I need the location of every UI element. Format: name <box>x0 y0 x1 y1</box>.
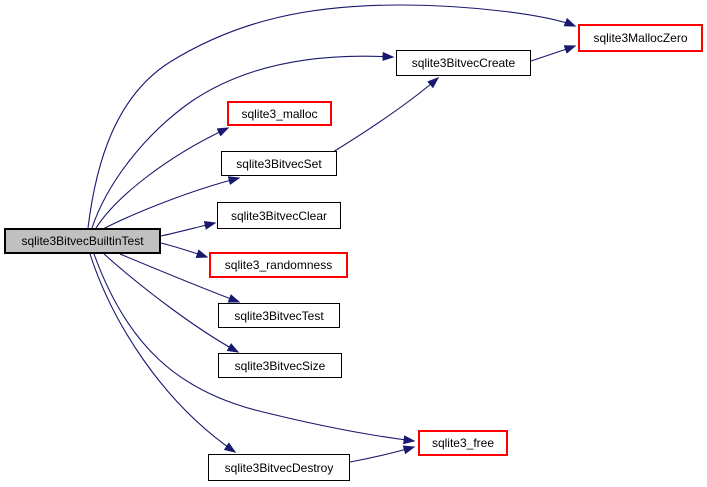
graph-node-label: sqlite3BitvecDestroy <box>224 460 334 475</box>
graph-node-label: sqlite3BitvecSize <box>234 358 326 373</box>
graph-node-label: sqlite3BitvecSet <box>236 156 322 171</box>
graph-node-label: sqlite3BitvecBuiltinTest <box>21 234 144 248</box>
graph-node-label: sqlite3_randomness <box>224 258 333 272</box>
graph-node-sqlite3-randomness[interactable]: sqlite3_randomness <box>209 252 348 278</box>
graph-node-sqlite3-malloc[interactable]: sqlite3_malloc <box>227 101 332 126</box>
call-edge-bitvec-builtin-test-to-sqlite3-free <box>93 253 416 445</box>
graph-node-bitvec-create[interactable]: sqlite3BitvecCreate <box>396 50 531 76</box>
call-edge-bitvec-builtin-test-to-bitvec-destroy <box>89 253 237 453</box>
call-edge-bitvec-builtin-test-to-bitvec-size <box>103 253 240 353</box>
graph-node-label: sqlite3_free <box>431 436 495 450</box>
graph-node-bitvec-size[interactable]: sqlite3BitvecSize <box>218 353 342 378</box>
graph-node-label: sqlite3_malloc <box>241 106 318 121</box>
call-edge-bitvec-create-to-malloc-zero <box>530 45 577 62</box>
graph-node-bitvec-set[interactable]: sqlite3BitvecSet <box>221 151 337 176</box>
call-edge-bitvec-builtin-test-to-sqlite3-malloc <box>95 127 230 229</box>
graph-node-bitvec-clear[interactable]: sqlite3BitvecClear <box>217 202 341 229</box>
call-edge-bitvec-builtin-test-to-sqlite3-randomness <box>160 242 209 258</box>
call-edge-bitvec-builtin-test-to-bitvec-set <box>100 176 241 231</box>
call-edge-bitvec-builtin-test-to-bitvec-test <box>119 253 241 303</box>
call-edge-bitvec-set-to-bitvec-create <box>332 77 440 153</box>
graph-node-label: sqlite3BitvecTest <box>234 308 324 323</box>
graph-node-bitvec-destroy[interactable]: sqlite3BitvecDestroy <box>208 454 350 481</box>
call-edge-bitvec-builtin-test-to-bitvec-create <box>91 51 395 229</box>
graph-node-label: sqlite3BitvecClear <box>230 208 328 223</box>
graph-node-label: sqlite3MallocZero <box>593 31 688 45</box>
call-edge-bitvec-builtin-test-to-bitvec-clear <box>160 221 217 237</box>
graph-node-label: sqlite3BitvecCreate <box>411 56 516 70</box>
call-edge-bitvec-destroy-to-sqlite3-free <box>349 445 416 463</box>
call-edge-bitvec-builtin-test-to-malloc-zero <box>87 4 577 229</box>
graph-node-bitvec-builtin-test: sqlite3BitvecBuiltinTest <box>4 228 161 254</box>
graph-node-malloc-zero[interactable]: sqlite3MallocZero <box>578 24 703 52</box>
graph-node-sqlite3-free[interactable]: sqlite3_free <box>418 430 508 456</box>
graph-node-bitvec-test[interactable]: sqlite3BitvecTest <box>218 303 340 328</box>
edge-group <box>87 4 577 463</box>
